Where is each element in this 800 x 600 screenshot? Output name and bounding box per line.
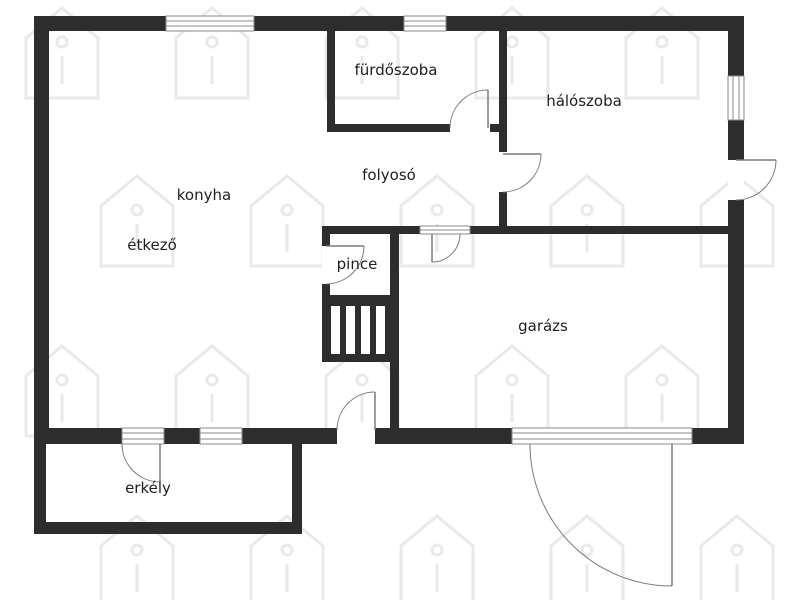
window — [121, 427, 165, 445]
wall-stair-top — [322, 226, 402, 234]
door-garage-main — [529, 443, 673, 587]
balcony-wall-right — [292, 442, 302, 534]
door-balcony — [121, 443, 161, 483]
stair-step — [331, 306, 340, 354]
watermark-house-icon — [624, 344, 700, 438]
room-labels: fürdőszoba hálószoba folyosó konyha étke… — [125, 61, 622, 497]
wall-bedroom-left — [499, 28, 507, 226]
wall-pince-bottom — [322, 295, 398, 301]
watermark-house-icon — [474, 344, 550, 438]
watermark-house-icon — [399, 514, 475, 600]
room-label-konyha: konyha — [177, 186, 231, 204]
watermark-house-icon — [99, 174, 175, 268]
watermark-house-icon — [549, 174, 625, 268]
wall-stair-left — [322, 226, 330, 362]
windows — [121, 15, 745, 445]
watermark-house-icon — [249, 174, 325, 268]
watermark-house-icon — [399, 174, 475, 268]
balcony-wall-bottom — [34, 522, 302, 534]
room-label-pince: pince — [337, 255, 378, 273]
wall-top — [34, 16, 744, 31]
balcony-wall-left — [34, 442, 46, 534]
interior-walls — [322, 28, 739, 442]
stair-step — [346, 306, 355, 354]
watermark-house-icon — [699, 514, 775, 600]
watermark-house-icon — [174, 344, 250, 438]
door-exterior-right — [728, 159, 777, 201]
room-label-haloszoba: hálószoba — [546, 92, 622, 110]
door-pince — [322, 245, 365, 285]
door-bedroom — [499, 152, 542, 193]
staircase — [322, 300, 398, 362]
room-label-etkezo: étkező — [127, 236, 177, 254]
stair-step — [361, 306, 370, 354]
wall-bathroom-bottom — [327, 124, 507, 132]
room-label-folyoso: folyosó — [362, 166, 416, 184]
window — [199, 427, 243, 445]
balcony-walls — [34, 442, 302, 534]
stair-step — [376, 306, 385, 354]
garage-door-opening — [511, 427, 693, 445]
window — [403, 15, 447, 32]
window — [419, 225, 471, 235]
wall-bedroom-bottom — [499, 226, 739, 234]
door-bathroom — [449, 89, 490, 132]
room-label-erkely: erkély — [125, 479, 171, 497]
wall-left — [34, 16, 49, 444]
room-label-furdoszoba: fürdőszoba — [355, 61, 438, 79]
window — [727, 75, 745, 121]
watermark-house-icon — [549, 514, 625, 600]
watermark-layer — [24, 6, 775, 600]
door-garage-inner — [431, 233, 461, 263]
doors — [121, 89, 777, 587]
window — [165, 15, 255, 32]
room-label-garazs: garázs — [518, 317, 568, 335]
wall-bathroom-left — [327, 28, 335, 132]
door-stair — [336, 391, 376, 444]
watermark-house-icon — [249, 514, 325, 600]
